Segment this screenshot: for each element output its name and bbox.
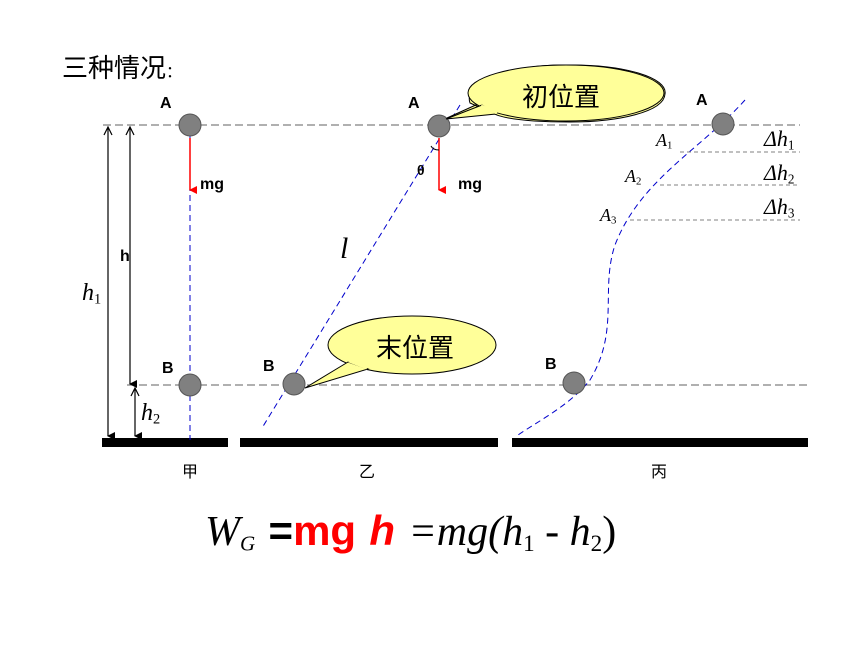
ball-jia-A [178, 113, 202, 137]
label-A-yi: A [408, 95, 420, 112]
formula-mg: mg [293, 507, 357, 554]
ground-yi [240, 438, 498, 447]
path-bing [517, 99, 746, 436]
formula-G: G [240, 531, 256, 556]
bubble-final-shape [327, 315, 497, 375]
label-B-bing: B [545, 356, 557, 373]
bubble-initial-text: 初位置 [522, 83, 601, 113]
label-B-yi: B [263, 358, 275, 375]
label-dh3: Δh3 [764, 194, 795, 221]
formula-eq1: = [268, 507, 294, 554]
label-l: l [340, 232, 349, 265]
ball-yi-B [282, 372, 306, 396]
label-dh2: Δh2 [764, 160, 795, 187]
ground-bing [512, 438, 808, 447]
theta-arc [430, 145, 440, 151]
page-title: 三种情况： [62, 54, 183, 84]
label-h: h [120, 248, 130, 265]
label-A2: A2 [625, 166, 642, 188]
ball-jia-B [178, 373, 202, 397]
label-theta: θ [417, 162, 425, 178]
formula-rest: =mg(h [408, 509, 524, 555]
formula-sub1: 1 [523, 529, 535, 556]
ball-bing-A [711, 112, 735, 136]
formula-close: ) [602, 509, 617, 555]
ball-yi-A [427, 114, 451, 138]
label-dh1: Δh1 [764, 126, 795, 153]
formula-W: W [205, 509, 240, 555]
bubble-final-text: 末位置 [376, 334, 455, 364]
label-B-jia: B [162, 360, 174, 377]
label-A3: A3 [600, 205, 617, 227]
label-A1: A1 [656, 130, 673, 152]
work-formula: WG =mg h =mg(h1 - h2) [205, 510, 616, 555]
label-mg-yi: mg [458, 176, 482, 193]
label-A-bing: A [696, 92, 708, 109]
ball-bing-B [562, 371, 586, 395]
caption-jia: 甲 [182, 462, 199, 481]
label-h1: h1 [82, 280, 102, 308]
caption-bing: 丙 [651, 462, 668, 481]
label-h2: h2 [141, 400, 161, 428]
ground-jia [102, 438, 228, 447]
label-mg-jia: mg [200, 176, 224, 193]
label-A-jia: A [160, 95, 172, 112]
formula-h: h [369, 507, 396, 554]
caption-yi: 乙 [359, 462, 376, 481]
formula-sub2: 2 [590, 529, 603, 556]
formula-minus: - h [534, 509, 591, 555]
